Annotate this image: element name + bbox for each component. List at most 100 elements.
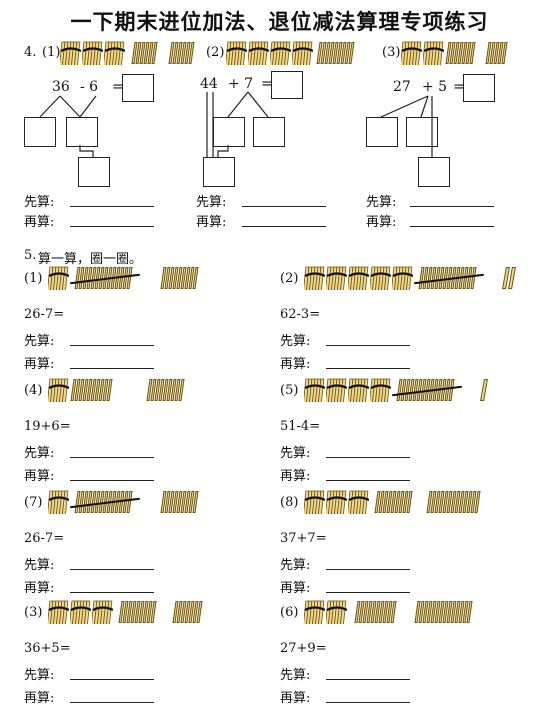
- stick-bundle-icon: [326, 600, 347, 624]
- q5-item-label: (1): [24, 271, 43, 286]
- stick-bundle-icon: [304, 600, 325, 624]
- q4-1-then-blank[interactable]: [70, 226, 154, 227]
- q5-then-label: 再算:: [24, 581, 55, 596]
- q4-3-split-box-left[interactable]: [366, 117, 398, 147]
- q5-then-blank[interactable]: [70, 702, 154, 703]
- q4-3-bundle-icon: [423, 41, 444, 65]
- q5-item-label: (8): [280, 495, 299, 510]
- q5-then-label: 再算:: [24, 691, 55, 706]
- loose-sticks-icon: [426, 491, 484, 513]
- q4-3-answer-box[interactable]: [463, 74, 495, 102]
- q4-1-split-box-left[interactable]: [24, 117, 56, 147]
- q4-2-first-blank[interactable]: [242, 206, 326, 207]
- q4-2-first-label: 先算:: [196, 195, 227, 210]
- q5-first-blank[interactable]: [70, 345, 154, 346]
- q4-3-result-box[interactable]: [418, 157, 450, 187]
- q5-first-blank[interactable]: [326, 569, 410, 570]
- stick-bundle-icon: [304, 378, 325, 402]
- q4-1-result-box[interactable]: [78, 157, 110, 187]
- stick-bundle-icon: [48, 378, 69, 402]
- q5-then-blank[interactable]: [70, 480, 154, 481]
- q5-first-label: 先算:: [280, 334, 311, 349]
- loose-sticks-icon: [118, 601, 160, 623]
- q4-2-split-box-right[interactable]: [253, 117, 285, 147]
- q5-first-label: 先算:: [24, 558, 55, 573]
- q5-first-blank[interactable]: [70, 679, 154, 680]
- q4-1-first-label: 先算:: [24, 195, 55, 210]
- q5-item-label: (2): [280, 271, 299, 286]
- stick-bundle-icon: [304, 266, 325, 290]
- q5-item-expression: 62-3=: [280, 307, 321, 322]
- q4-2-then-label: 再算:: [196, 215, 227, 230]
- q4-1-split-box-right[interactable]: [66, 117, 98, 147]
- loose-sticks-icon: [70, 491, 140, 513]
- loose-sticks-icon: [414, 601, 476, 623]
- q4-2-addend: 44: [200, 76, 218, 92]
- q5-item-expression: 19+6=: [24, 419, 71, 434]
- q5-first-label: 先算:: [280, 446, 311, 461]
- q5-then-label: 再算:: [280, 357, 311, 372]
- q4-2-operator: + 7: [228, 76, 254, 92]
- q4-3-first-label: 先算:: [366, 195, 397, 210]
- q5-then-blank[interactable]: [70, 592, 154, 593]
- q4-2-then-blank[interactable]: [242, 226, 326, 227]
- q4-3-bundle-icon: [401, 41, 422, 65]
- q5-first-label: 先算:: [24, 668, 55, 683]
- single-stick-icon: [480, 379, 488, 401]
- q5-first-blank[interactable]: [70, 457, 154, 458]
- q4-3-equals: =: [453, 79, 465, 95]
- q4-3-then-label: 再算:: [366, 215, 397, 230]
- q5-item-label: (5): [280, 383, 299, 398]
- q5-first-blank[interactable]: [326, 345, 410, 346]
- q5-first-blank[interactable]: [326, 679, 410, 680]
- question-5-instruction: 算一算，圈一圈。: [38, 252, 143, 267]
- q5-item-expression: 36+5=: [24, 641, 71, 656]
- stick-bundle-icon: [348, 490, 369, 514]
- q5-then-label: 再算:: [280, 691, 311, 706]
- q4-3-split-box-right[interactable]: [406, 117, 438, 147]
- loose-sticks-icon: [172, 601, 206, 623]
- stick-bundle-icon: [370, 266, 391, 290]
- stick-bundle-icon: [370, 378, 391, 402]
- q4-label-3: (3): [382, 45, 401, 60]
- stick-bundle-icon: [48, 266, 69, 290]
- q4-label-1: (1): [42, 45, 61, 60]
- q5-then-blank[interactable]: [70, 368, 154, 369]
- q5-first-label: 先算:: [280, 558, 311, 573]
- q4-1-answer-box[interactable]: [122, 74, 154, 102]
- stick-bundle-icon: [326, 490, 347, 514]
- q5-then-blank[interactable]: [326, 592, 410, 593]
- q5-first-blank[interactable]: [70, 569, 154, 570]
- q4-2-bundle-icon: [248, 41, 269, 65]
- q5-first-blank[interactable]: [326, 457, 410, 458]
- loose-sticks-icon: [374, 491, 416, 513]
- q5-then-blank[interactable]: [326, 368, 410, 369]
- q5-item-expression: 26-7=: [24, 531, 65, 546]
- loose-sticks-icon: [392, 379, 462, 401]
- q4-2-result-box[interactable]: [203, 157, 235, 187]
- q5-first-label: 先算:: [24, 334, 55, 349]
- q4-1-bundle-icon: [60, 41, 81, 65]
- q5-item-label: (7): [24, 495, 43, 510]
- q5-then-blank[interactable]: [326, 702, 410, 703]
- q4-1-minuend: 36: [52, 79, 70, 95]
- q4-3-operator: + 5: [422, 79, 448, 95]
- q4-2-equals: =: [261, 76, 273, 92]
- q4-1-first-blank[interactable]: [70, 206, 154, 207]
- q4-2-answer-box[interactable]: [271, 71, 303, 99]
- question-4-number: 4.: [24, 45, 37, 60]
- q5-then-label: 再算:: [280, 469, 311, 484]
- q5-then-label: 再算:: [24, 357, 55, 372]
- q4-3-addend: 27: [393, 79, 411, 95]
- stick-bundle-icon: [392, 266, 413, 290]
- q4-1-bundle-icon: [82, 41, 103, 65]
- q5-item-expression: 26-7=: [24, 307, 65, 322]
- q4-connector-lines: [39, 91, 433, 157]
- stick-bundle-icon: [326, 266, 347, 290]
- q5-then-blank[interactable]: [326, 480, 410, 481]
- q5-item-expression: 51-4=: [280, 419, 321, 434]
- q4-3-first-blank[interactable]: [410, 206, 494, 207]
- q4-3-then-blank[interactable]: [410, 226, 494, 227]
- q5-item-label: (6): [280, 605, 299, 620]
- q4-1-then-label: 再算:: [24, 215, 55, 230]
